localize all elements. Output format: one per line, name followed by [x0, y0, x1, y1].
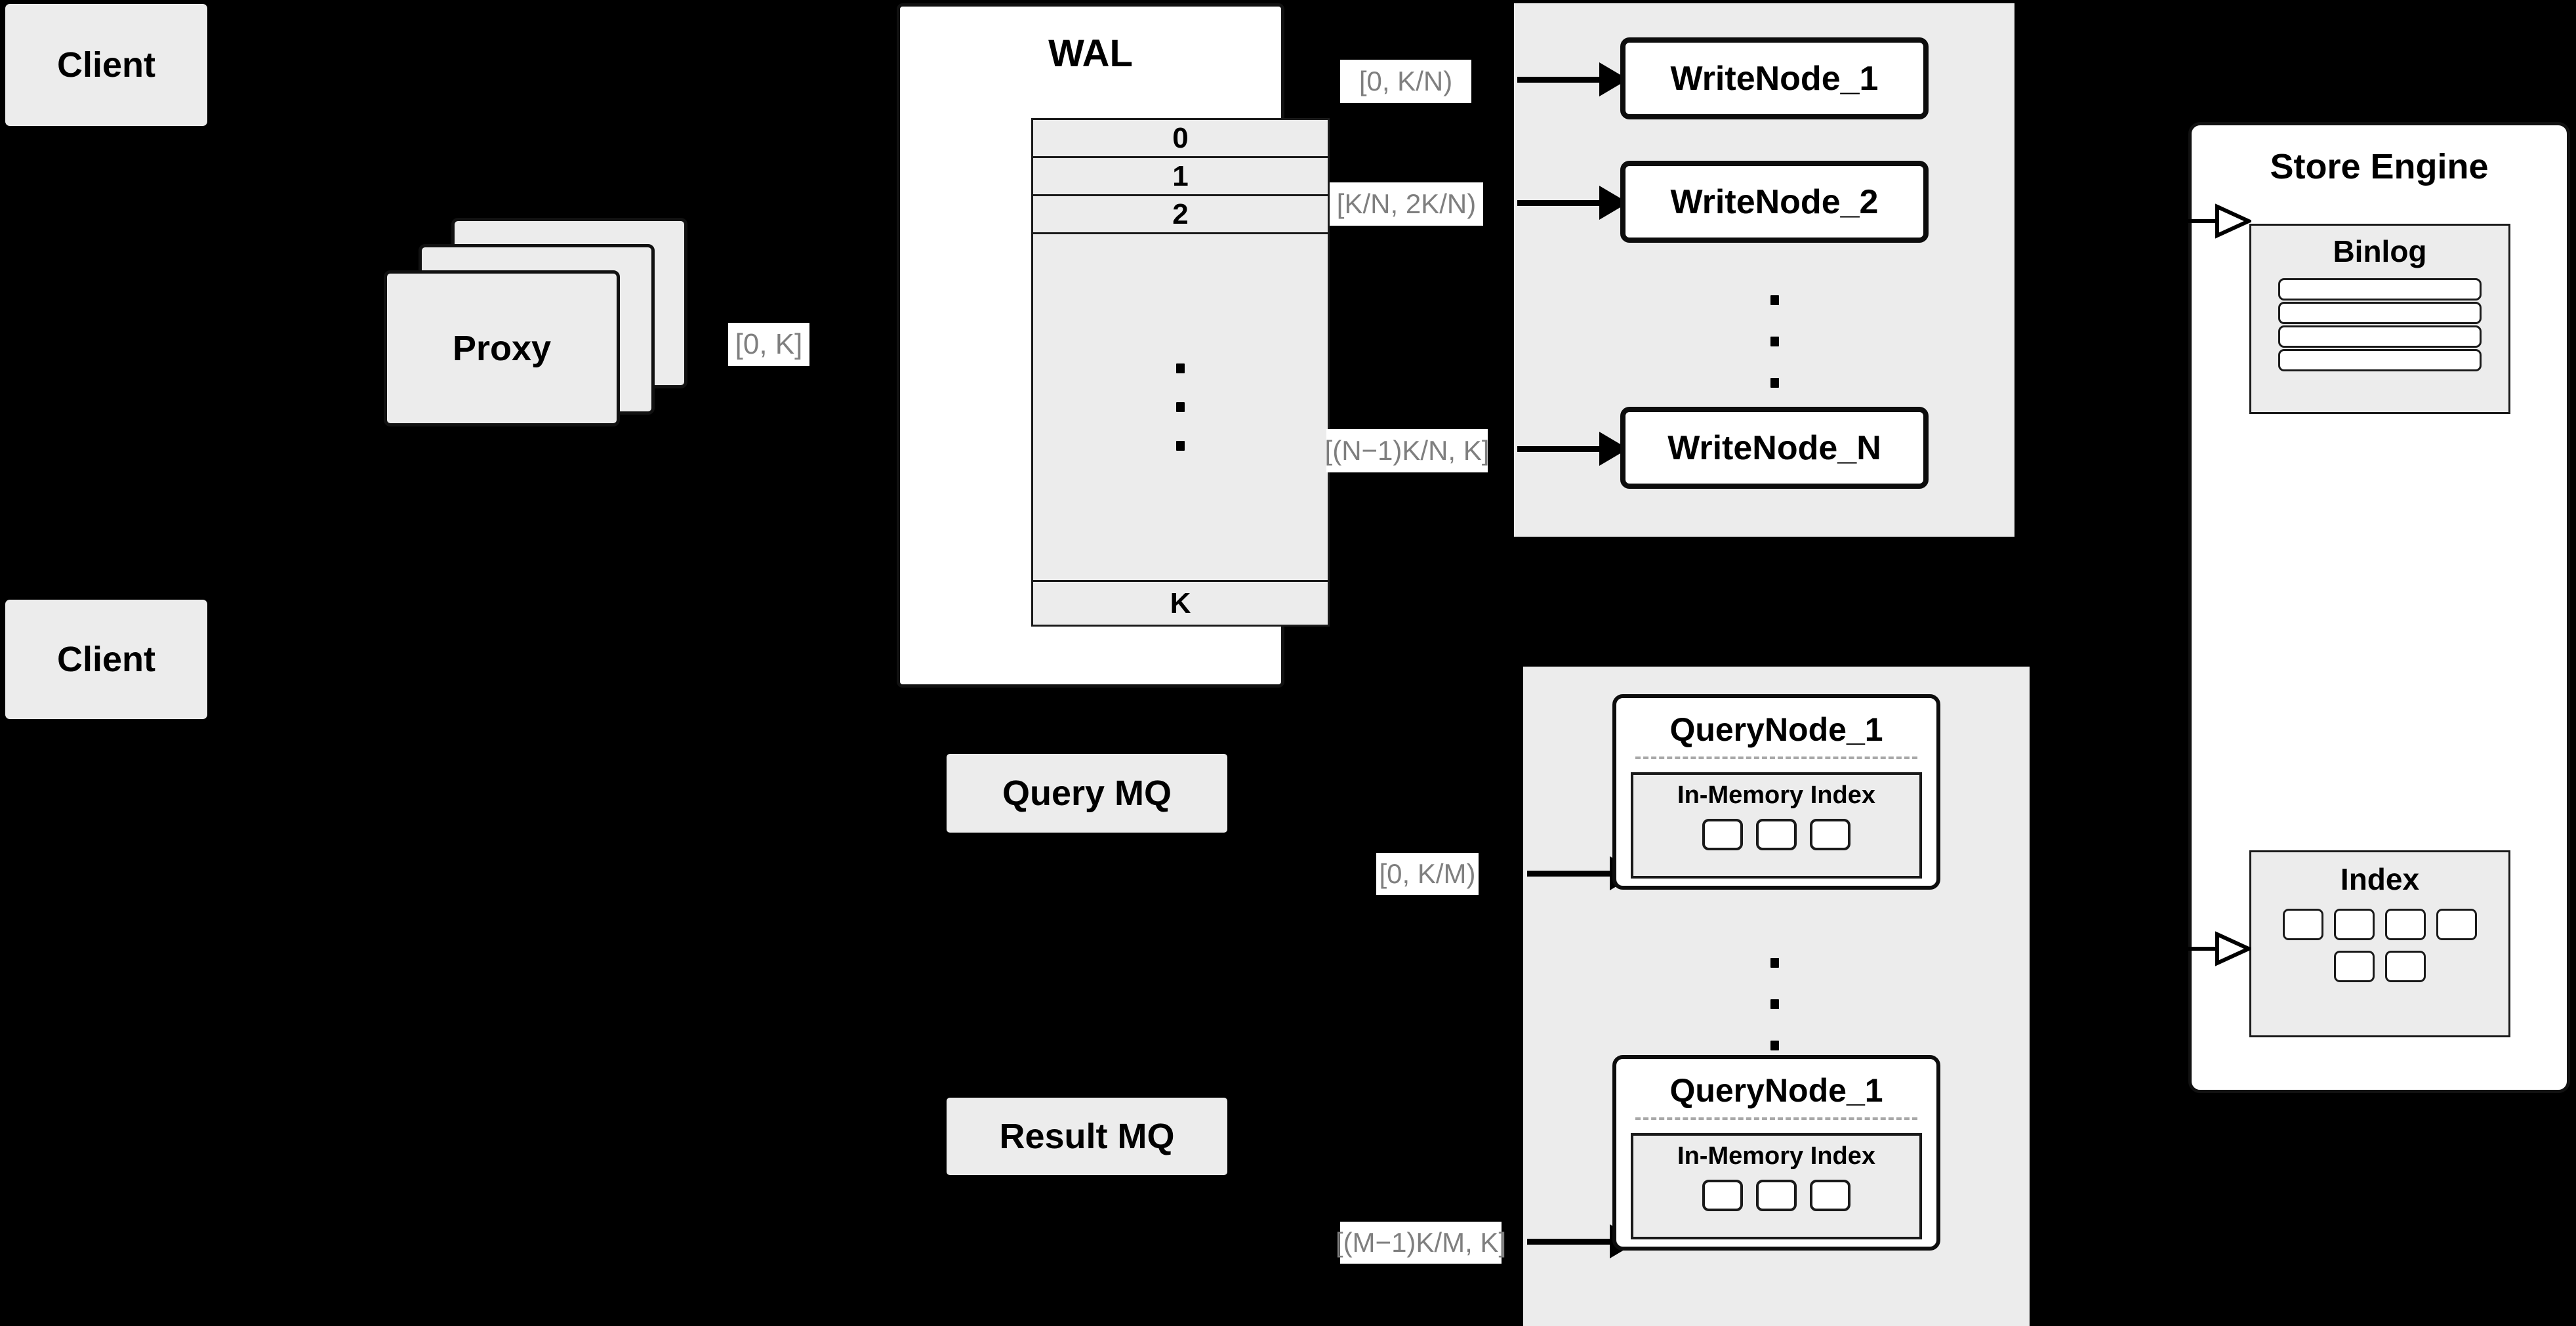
write-node-1[interactable]: WriteNode_1: [1620, 37, 1929, 119]
wal-row-2-label: 2: [1172, 197, 1189, 230]
range-label-proxy-to-wal: [0, K/N) [0, K]: [728, 323, 809, 366]
result-mq-box[interactable]: Result MQ: [947, 1098, 1227, 1175]
arrow-line-querynode-1: [1527, 871, 1614, 877]
range-label-querynode-1-text: [0, K/M): [1379, 858, 1476, 889]
write-node-ellipsis: [1758, 269, 1791, 413]
query-node-1-index-cells: [1702, 818, 1850, 850]
wal-row-k: K: [1033, 582, 1328, 625]
index-panel: Index: [2249, 850, 2510, 1037]
index-cell: [2334, 909, 2375, 940]
index-cell: [2436, 909, 2477, 940]
write-node-n[interactable]: WriteNode_N: [1620, 407, 1929, 489]
binlog-bar: [2278, 349, 2482, 371]
range-label-writenode-1: [0, K/N): [1340, 60, 1471, 103]
index-cell: [1756, 818, 1797, 850]
query-node-ellipsis: [1758, 932, 1791, 1076]
range-label-writenode-2-text: [K/N, 2K/N): [1336, 188, 1477, 219]
write-node-2-label: WriteNode_2: [1670, 182, 1879, 221]
query-node-1-title: QueryNode_1: [1669, 711, 1883, 748]
write-node-n-label: WriteNode_N: [1667, 428, 1881, 467]
wal-card: WAL 0 1 2 K: [897, 3, 1330, 688]
query-node-1-inmemory-index-title: In-Memory Index: [1677, 781, 1875, 809]
index-cell: [1702, 1179, 1743, 1211]
wal-table: 0 1 2 K: [1031, 118, 1330, 627]
binlog-bars: [2278, 278, 2482, 371]
range-label-querynode-m-text: [(M−1)K/M, K]: [1335, 1227, 1507, 1258]
index-cell: [1702, 818, 1743, 850]
index-cells: [2272, 909, 2488, 982]
query-node-1-separator: [1635, 756, 1917, 759]
wal-row-1-label: 1: [1172, 159, 1189, 192]
wal-row-k-label: K: [1170, 587, 1191, 619]
range-text-0k: [0, K]: [735, 328, 803, 360]
binlog-bar: [2278, 325, 2482, 348]
wal-title: WAL: [1048, 32, 1133, 75]
arrow-line-writenode-n: [1517, 446, 1603, 452]
proxy-label: Proxy: [452, 329, 552, 368]
query-node-2-separator: [1635, 1117, 1917, 1120]
wal-row-0: 0: [1033, 120, 1328, 158]
query-node-2-inmemory-index: In-Memory Index: [1631, 1132, 1922, 1239]
arrow-line-to-binlog: [2188, 219, 2217, 223]
write-node-2[interactable]: WriteNode_2: [1620, 161, 1929, 243]
index-cell: [1756, 1179, 1797, 1211]
query-mq-box[interactable]: Query MQ: [947, 754, 1227, 833]
arrow-head-to-index: [2215, 930, 2251, 967]
range-label-querynode-1: [0, K/M): [1376, 853, 1479, 895]
result-mq-label: Result MQ: [999, 1117, 1175, 1156]
range-label-writenode-2: [K/N, 2K/N): [1330, 182, 1483, 226]
query-mq-label: Query MQ: [1002, 774, 1172, 813]
arrow-line-writenode-2: [1517, 200, 1603, 206]
wal-row-ellipsis: [1033, 234, 1328, 582]
query-node-2-index-cells: [1702, 1179, 1850, 1211]
binlog-panel: Binlog: [2249, 224, 2510, 414]
query-node-2[interactable]: QueryNode_1 In-Memory Index: [1612, 1055, 1940, 1251]
proxy-box[interactable]: Proxy: [384, 270, 620, 426]
index-cell: [2334, 951, 2375, 982]
index-cell: [1810, 818, 1850, 850]
index-title: Index: [2340, 862, 2420, 896]
client-box-2[interactable]: Client: [5, 600, 207, 719]
binlog-bar: [2278, 302, 2482, 324]
arrow-line-querynode-m: [1527, 1239, 1614, 1245]
write-node-1-label: WriteNode_1: [1670, 59, 1879, 98]
binlog-title: Binlog: [2333, 234, 2427, 268]
index-cell: [2385, 951, 2426, 982]
client-label-2: Client: [56, 640, 155, 679]
range-label-writenode-1-text: [0, K/N): [1359, 66, 1453, 96]
index-cell: [2283, 909, 2323, 940]
query-node-2-title: QueryNode_1: [1669, 1072, 1883, 1109]
wal-row-2: 2: [1033, 196, 1328, 234]
client-box-1[interactable]: Client: [5, 4, 207, 126]
store-engine-title: Store Engine: [2270, 147, 2489, 186]
store-engine-card: Store Engine Binlog Index: [2188, 122, 2570, 1093]
arrow-line-to-index: [2188, 947, 2217, 951]
index-cell: [1810, 1179, 1850, 1211]
arrow-line-writenode-1: [1517, 77, 1603, 83]
range-label-writenode-n-text: [(N−1)K/N, K]: [1324, 435, 1490, 466]
wal-row-0-label: 0: [1172, 121, 1189, 154]
index-cell: [2385, 909, 2426, 940]
query-node-2-inmemory-index-title: In-Memory Index: [1677, 1142, 1875, 1170]
range-label-writenode-n: [(N−1)K/N, K]: [1324, 429, 1490, 472]
arrow-head-to-binlog: [2215, 203, 2251, 239]
range-label-querynode-m: [(M−1)K/M, K]: [1336, 1222, 1506, 1264]
binlog-bar: [2278, 278, 2482, 300]
query-node-1[interactable]: QueryNode_1 In-Memory Index: [1612, 694, 1940, 890]
query-node-1-inmemory-index: In-Memory Index: [1631, 772, 1922, 879]
client-label-1: Client: [56, 45, 155, 85]
wal-row-1: 1: [1033, 158, 1328, 196]
